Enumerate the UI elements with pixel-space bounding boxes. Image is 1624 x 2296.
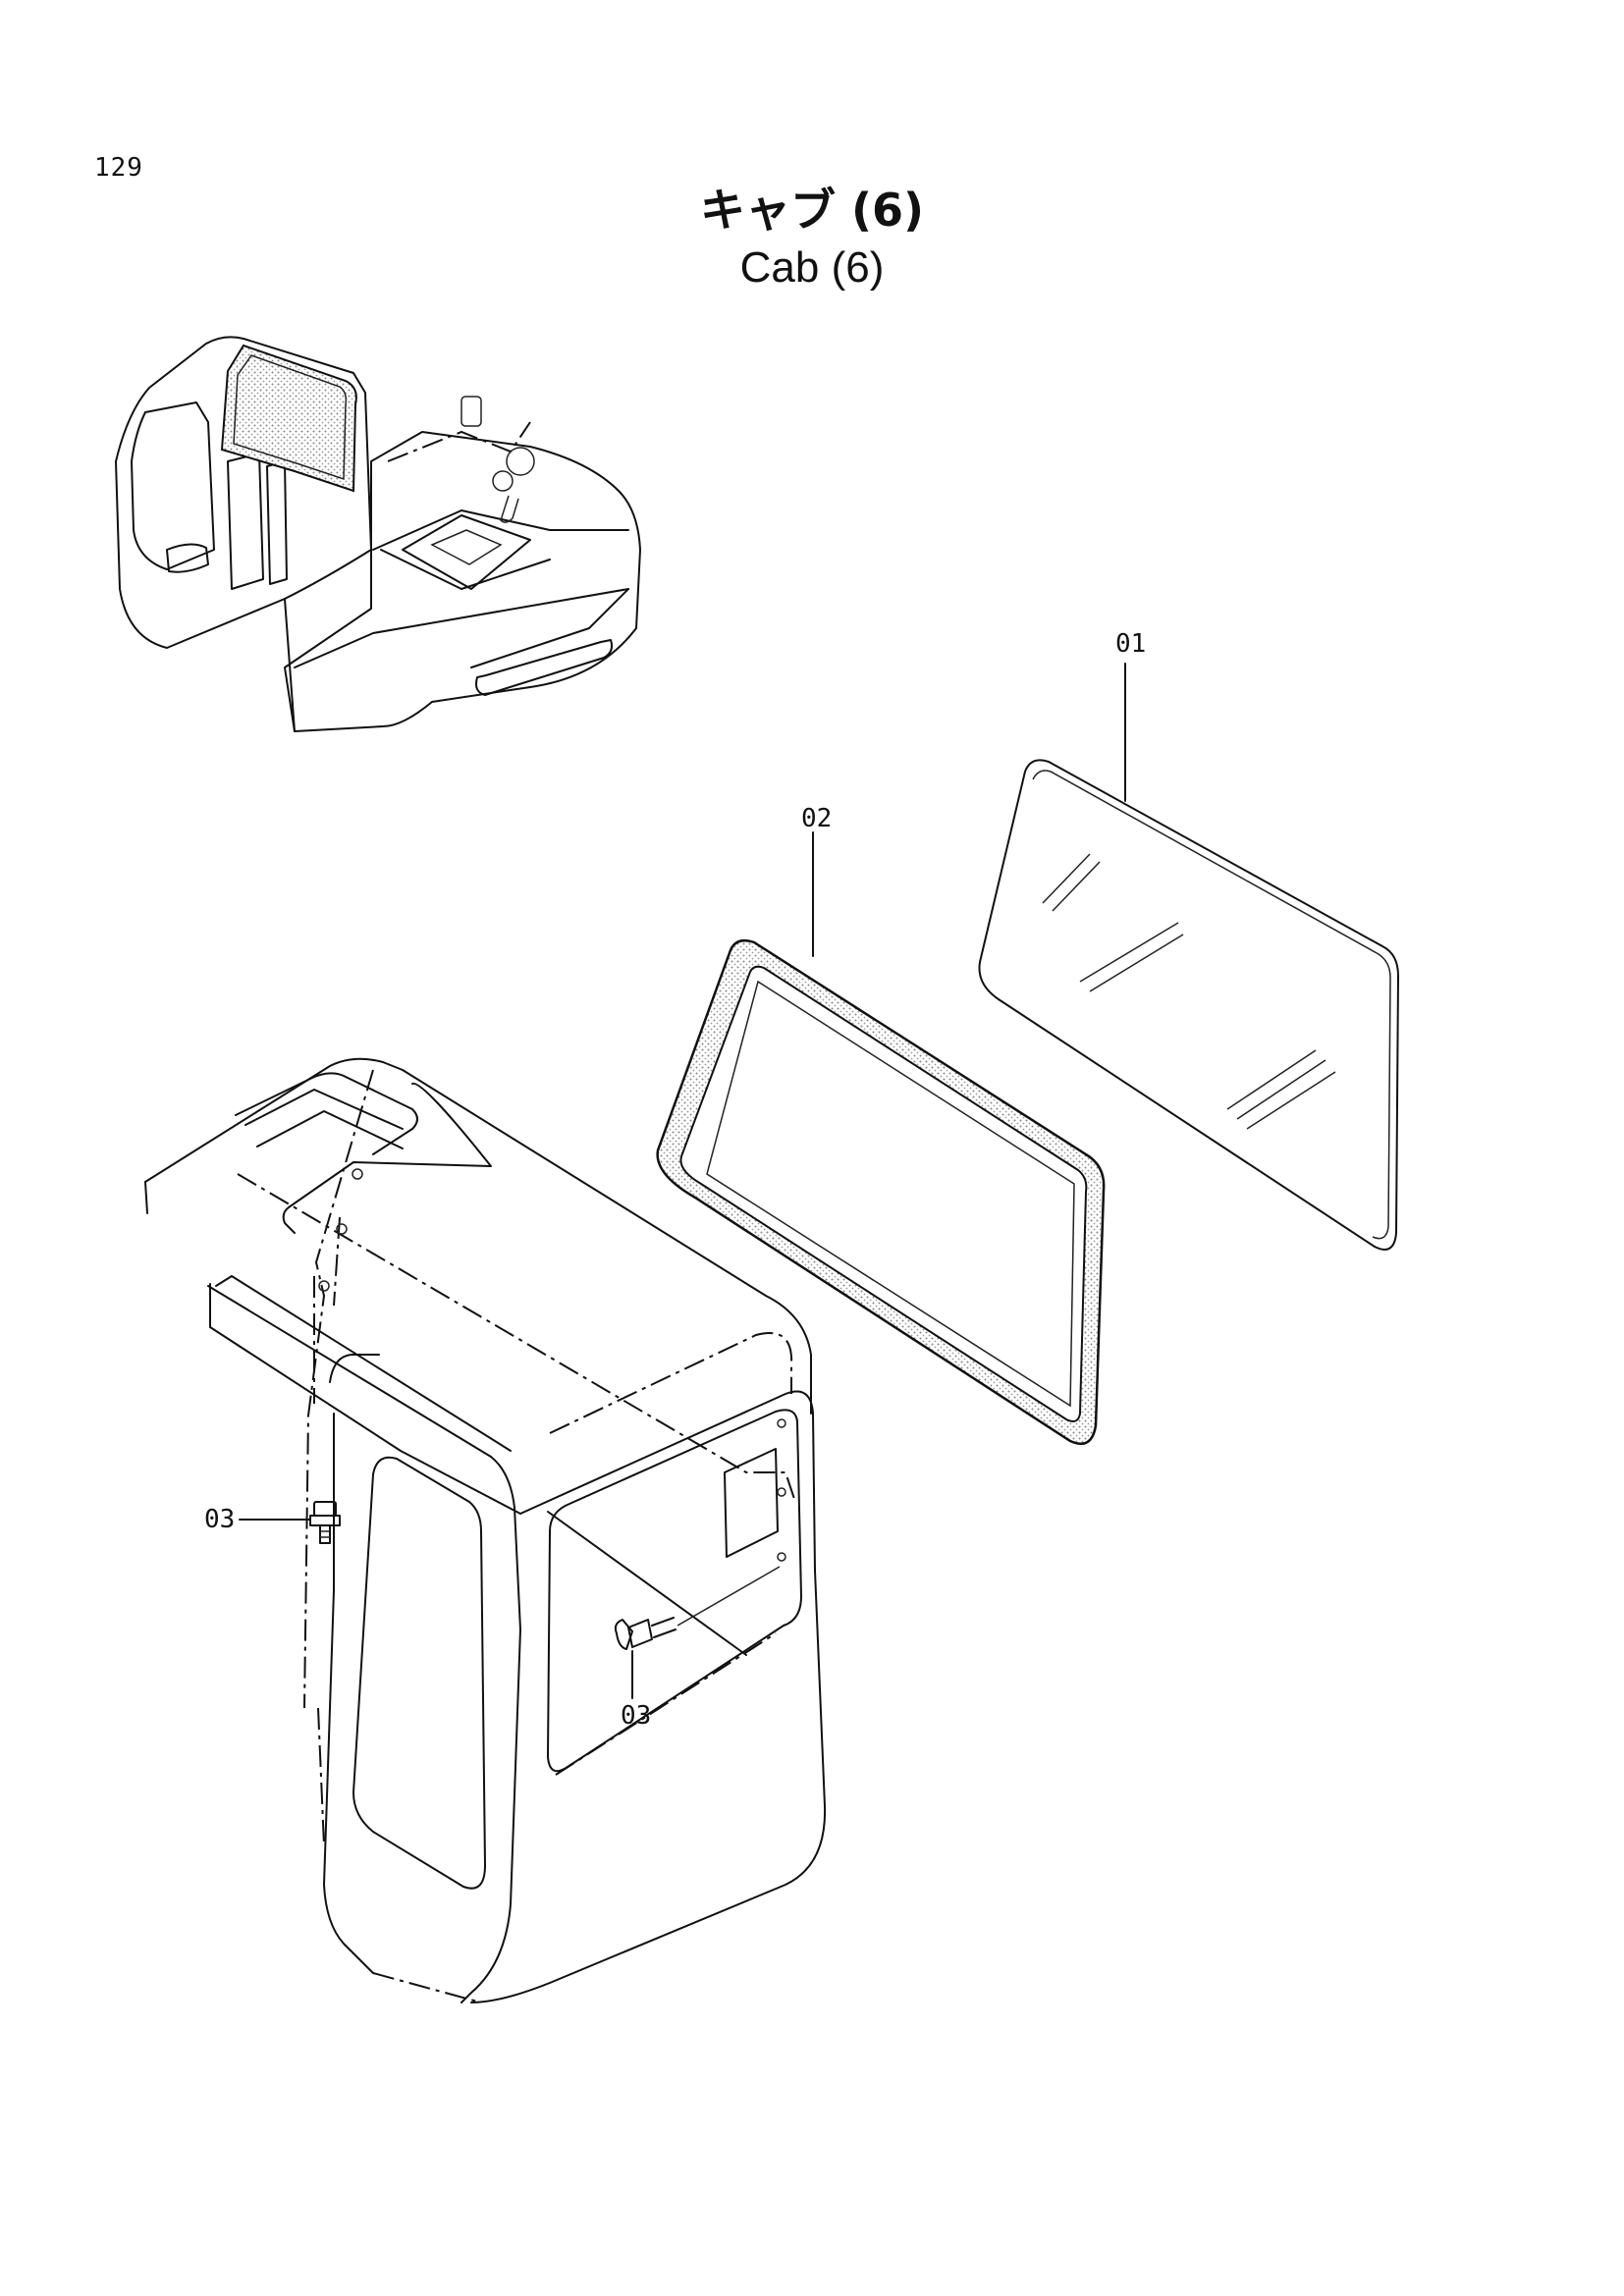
- callout-02: 02: [801, 804, 832, 833]
- excavator-locator-view: [115, 336, 641, 732]
- callout-03-left: 03: [204, 1505, 235, 1534]
- callout-03-right: 03: [621, 1701, 651, 1731]
- leader-lines: [239, 663, 1126, 1699]
- cab-body: [144, 1057, 827, 2003]
- page-number: 129: [94, 153, 143, 183]
- callout-01: 01: [1115, 629, 1146, 659]
- part-01-glass: [978, 759, 1399, 1251]
- page-title-japanese: キャブ (6): [699, 184, 925, 237]
- part-03-bolt-left: [309, 1501, 341, 1544]
- part-03-bolt-right: [614, 1566, 781, 1650]
- part-02-seal: [656, 939, 1106, 1445]
- page-title-english: Cab (6): [739, 243, 885, 292]
